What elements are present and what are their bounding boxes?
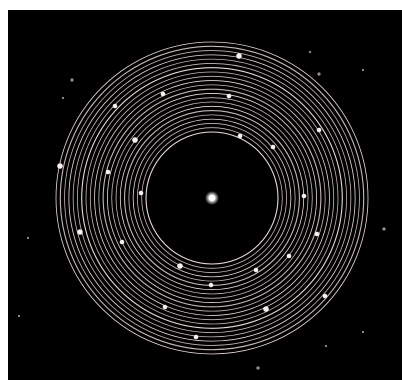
ring — [102, 88, 322, 308]
ring — [85, 71, 339, 325]
star-dots — [57, 53, 328, 340]
ring-star — [322, 293, 328, 299]
background-speck — [256, 366, 260, 370]
ring — [94, 80, 330, 316]
background-speck — [361, 330, 365, 334]
ring-star — [77, 229, 83, 235]
ring — [98, 84, 326, 312]
ring — [81, 67, 343, 329]
ring-star — [316, 127, 322, 133]
ring-star — [132, 137, 138, 143]
background-speck — [70, 78, 74, 82]
ring — [55, 41, 369, 355]
ring-star — [177, 263, 183, 269]
ring-star — [301, 193, 307, 199]
ring-star — [160, 91, 166, 97]
ring-star — [236, 53, 242, 59]
black-panel — [8, 10, 402, 380]
background-speck — [382, 227, 386, 231]
background-speck — [26, 236, 30, 240]
ring — [137, 123, 287, 273]
ring — [115, 101, 309, 295]
ring — [107, 93, 317, 303]
ring-star — [193, 334, 199, 340]
ring-star — [57, 163, 63, 169]
ring — [64, 50, 360, 346]
center-star-core — [208, 194, 216, 202]
ring — [145, 131, 279, 265]
ring-star — [270, 144, 276, 150]
background-speck — [361, 68, 365, 72]
ring-star — [263, 306, 269, 312]
ring-star — [253, 267, 259, 273]
background-speck — [317, 72, 321, 76]
ring — [59, 45, 365, 351]
ring — [72, 58, 352, 338]
background-speck — [308, 50, 312, 54]
ring — [132, 118, 292, 278]
ring-star — [112, 103, 118, 109]
ring-star — [208, 282, 214, 288]
ring — [89, 75, 335, 321]
ring — [68, 54, 356, 342]
ring — [128, 114, 296, 282]
ring-star — [226, 93, 232, 99]
ring-star — [286, 253, 292, 259]
ring — [111, 97, 313, 299]
concentric-rings — [55, 41, 369, 355]
ring-star — [119, 239, 125, 245]
ring — [141, 127, 283, 269]
background-speck — [61, 96, 65, 100]
ring-star — [162, 304, 168, 310]
background-specks — [17, 50, 386, 370]
rings-scene — [17, 41, 386, 370]
ring-star — [105, 169, 111, 175]
ring-star — [237, 133, 243, 139]
ring-star — [138, 190, 144, 196]
ring-star — [314, 231, 320, 237]
background-speck — [324, 344, 328, 348]
ring — [77, 63, 347, 333]
background-speck — [17, 314, 21, 318]
